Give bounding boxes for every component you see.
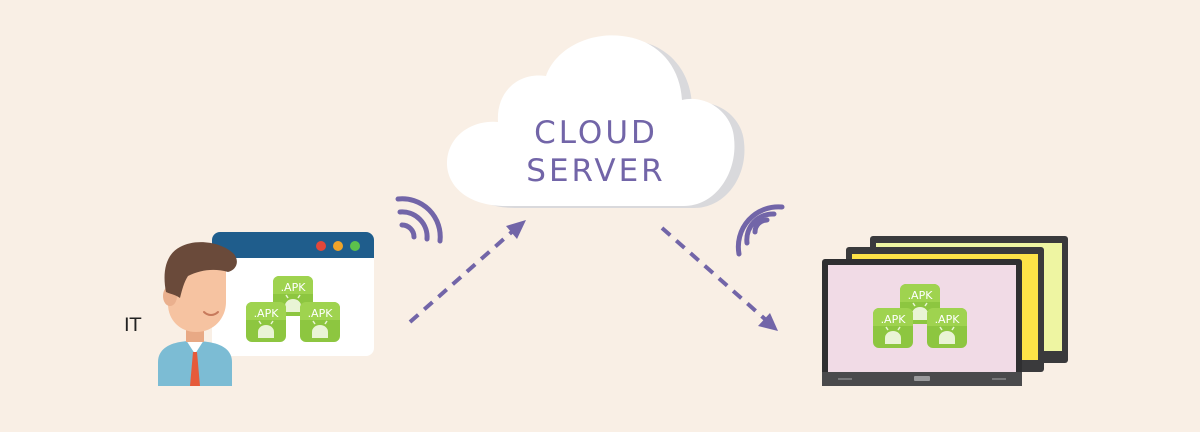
svg-text:.APK: .APK: [935, 313, 961, 326]
svg-text:.APK: .APK: [308, 307, 334, 320]
svg-text:.APK: .APK: [908, 289, 934, 302]
apk-package-icon: .APK: [245, 301, 287, 343]
download-arrow: [660, 226, 778, 331]
wifi-signal-right-icon: [735, 204, 785, 257]
window-close-dot: [316, 241, 326, 251]
cloud-label-line2: SERVER: [526, 153, 665, 189]
it-person-avatar: [158, 242, 237, 386]
upload-arrow: [408, 220, 526, 324]
svg-text:.APK: .APK: [881, 313, 907, 326]
apk-package-icon: .APK: [872, 307, 914, 349]
display-stack: .APK .APK .APK: [822, 236, 1068, 386]
apk-package-icon: .APK: [899, 283, 941, 325]
apk-package-icon: .APK: [299, 301, 341, 343]
svg-text:.APK: .APK: [281, 281, 307, 294]
browser-window: .APK .APK .APK: [212, 232, 374, 356]
apk-cluster-window: .APK .APK .APK: [245, 275, 341, 343]
it-label: IT: [124, 314, 142, 336]
window-minimize-dot: [333, 241, 343, 251]
apk-package-icon: .APK: [272, 275, 314, 317]
cloud-label-line1: CLOUD: [534, 115, 658, 151]
svg-text:.APK: .APK: [254, 307, 280, 320]
browser-title-bar: [212, 232, 374, 258]
apk-package-icon: .APK: [926, 307, 968, 349]
apk-cluster-display: .APK .APK .APK: [872, 283, 968, 349]
window-maximize-dot: [350, 241, 360, 251]
cloud-shape: [446, 35, 735, 206]
wifi-signal-left-icon: [395, 196, 443, 244]
cloud-server: CLOUD SERVER: [446, 35, 745, 208]
